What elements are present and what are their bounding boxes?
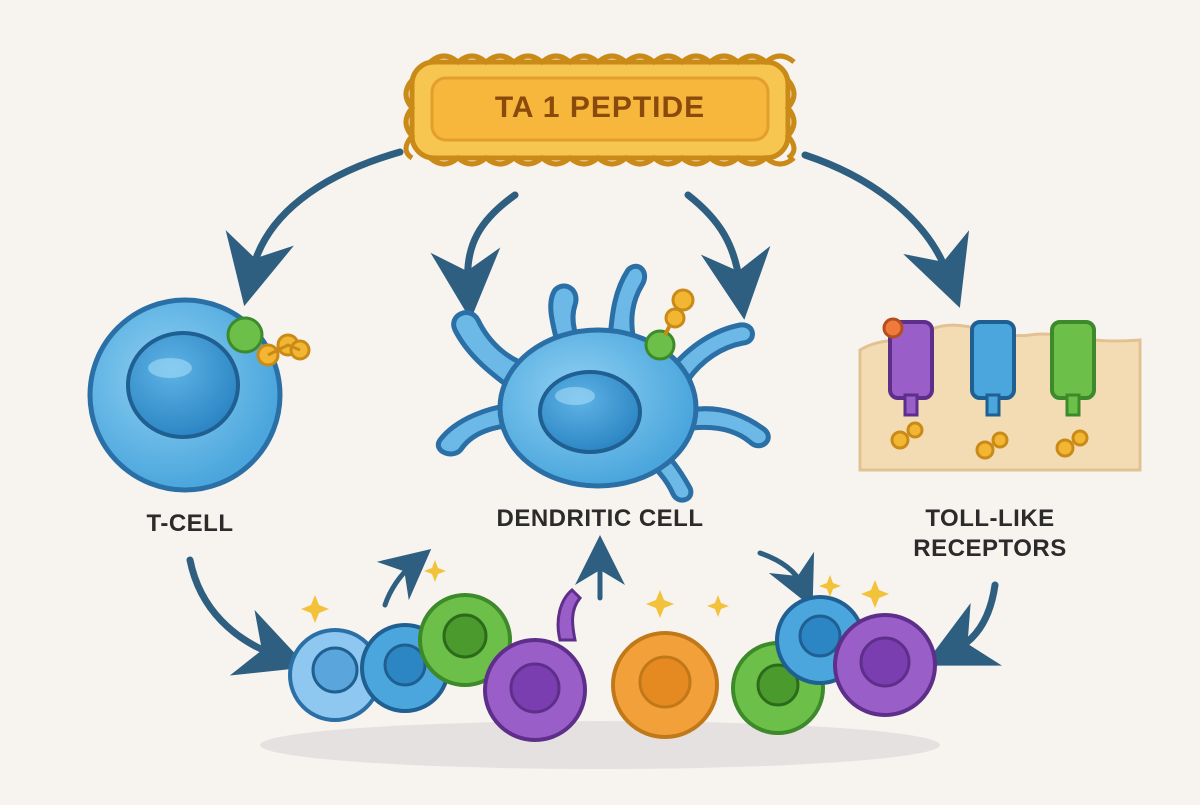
- diagram-title: TA 1 PEPTIDE: [494, 91, 706, 124]
- toll-like-receptor-icon: [858, 317, 1142, 472]
- cluster-cell-green-1: [418, 593, 512, 687]
- label-tlr-line1: TOLL-LIKE: [925, 505, 1055, 532]
- arrow-tlr-to-cluster: [923, 581, 1002, 666]
- arrow-cluster-right: [757, 550, 815, 608]
- sparkle-icon: [301, 560, 889, 623]
- label-tlr-line2: RECEPTORS: [913, 535, 1067, 562]
- receptor-green: [1050, 320, 1096, 458]
- arrow-t-cell-to-cluster: [186, 556, 308, 676]
- peptide-chain-icon: [403, 53, 797, 167]
- cluster-cell-blue-1: [288, 628, 382, 722]
- t-cell-icon: [87, 297, 311, 493]
- label-t-cell: T-CELL: [146, 510, 234, 537]
- receptor-blue: [970, 320, 1016, 460]
- cluster-cell-orange: [611, 631, 719, 739]
- label-dendritic-cell: DENDRITIC CELL: [496, 505, 704, 532]
- cluster-cell-purple-2: [833, 613, 937, 717]
- arrow-to-dendritic-right: [684, 191, 771, 320]
- immune-cell-cluster-icon: [260, 587, 940, 769]
- arrow-to-dendritic-left: [430, 191, 519, 320]
- dendritic-cell-icon: [435, 263, 771, 503]
- arrow-cluster-up-left: [376, 548, 432, 608]
- arrow-to-t-cell: [225, 148, 404, 307]
- receptor-purple: [882, 317, 934, 450]
- arrow-to-tlr: [801, 151, 970, 308]
- cluster-cell-purple-1: [483, 587, 587, 742]
